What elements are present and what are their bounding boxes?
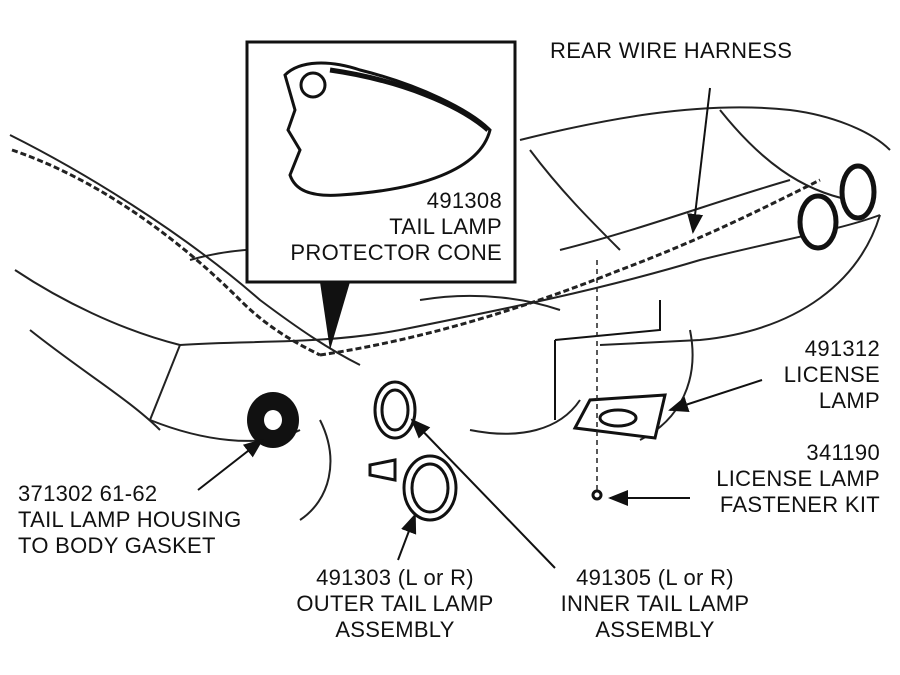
label-line: LICENSE LAMP <box>716 466 880 491</box>
outer-tail-lamp <box>368 454 458 522</box>
protector-cone-illustration <box>283 61 492 197</box>
gasket-label: 371302 61-62 TAIL LAMP HOUSING TO BODY G… <box>18 481 242 559</box>
tail-lamp-housing-gasket <box>247 392 299 448</box>
outer-tail-lamp-label: 491303 (L or R) OUTER TAIL LAMP ASSEMBLY <box>280 565 510 643</box>
label-line: TAIL LAMP <box>389 214 502 239</box>
inner-tail-lamp <box>373 380 417 440</box>
label-line: LICENSE <box>783 362 880 387</box>
label-line: LAMP <box>818 388 880 413</box>
license-lamp <box>554 300 667 501</box>
rear-wire-harness-label: REAR WIRE HARNESS <box>550 38 792 64</box>
tail-lamps-right <box>797 163 877 251</box>
part-number: 371302 61-62 <box>18 481 158 506</box>
part-number: 491312 <box>804 336 880 361</box>
part-number: 341190 <box>806 440 880 465</box>
label-line: TO BODY GASKET <box>18 533 216 558</box>
protector-cone-label: 491308 TAIL LAMP PROTECTOR CONE <box>290 188 502 266</box>
part-number: 491305 (L or R) <box>576 565 734 590</box>
label-line: OUTER TAIL LAMP <box>296 591 494 616</box>
car-body-outline <box>9 106 891 521</box>
wire-harness <box>11 148 821 357</box>
part-number: 491303 (L or R) <box>316 565 474 590</box>
label-line: TAIL LAMP HOUSING <box>18 507 242 532</box>
label-line: INNER TAIL LAMP <box>560 591 750 616</box>
label-line: ASSEMBLY <box>335 617 455 642</box>
fastener-kit-label: 341190 LICENSE LAMP FASTENER KIT <box>716 440 880 518</box>
part-number: 491308 <box>426 188 502 213</box>
license-lamp-label: 491312 LICENSE LAMP <box>784 336 880 414</box>
label-line: PROTECTOR CONE <box>290 240 502 265</box>
label-line: FASTENER KIT <box>719 492 880 517</box>
label-line: REAR WIRE HARNESS <box>550 38 793 63</box>
label-line: ASSEMBLY <box>595 617 715 642</box>
inner-tail-lamp-label: 491305 (L or R) INNER TAIL LAMP ASSEMBLY <box>540 565 770 643</box>
